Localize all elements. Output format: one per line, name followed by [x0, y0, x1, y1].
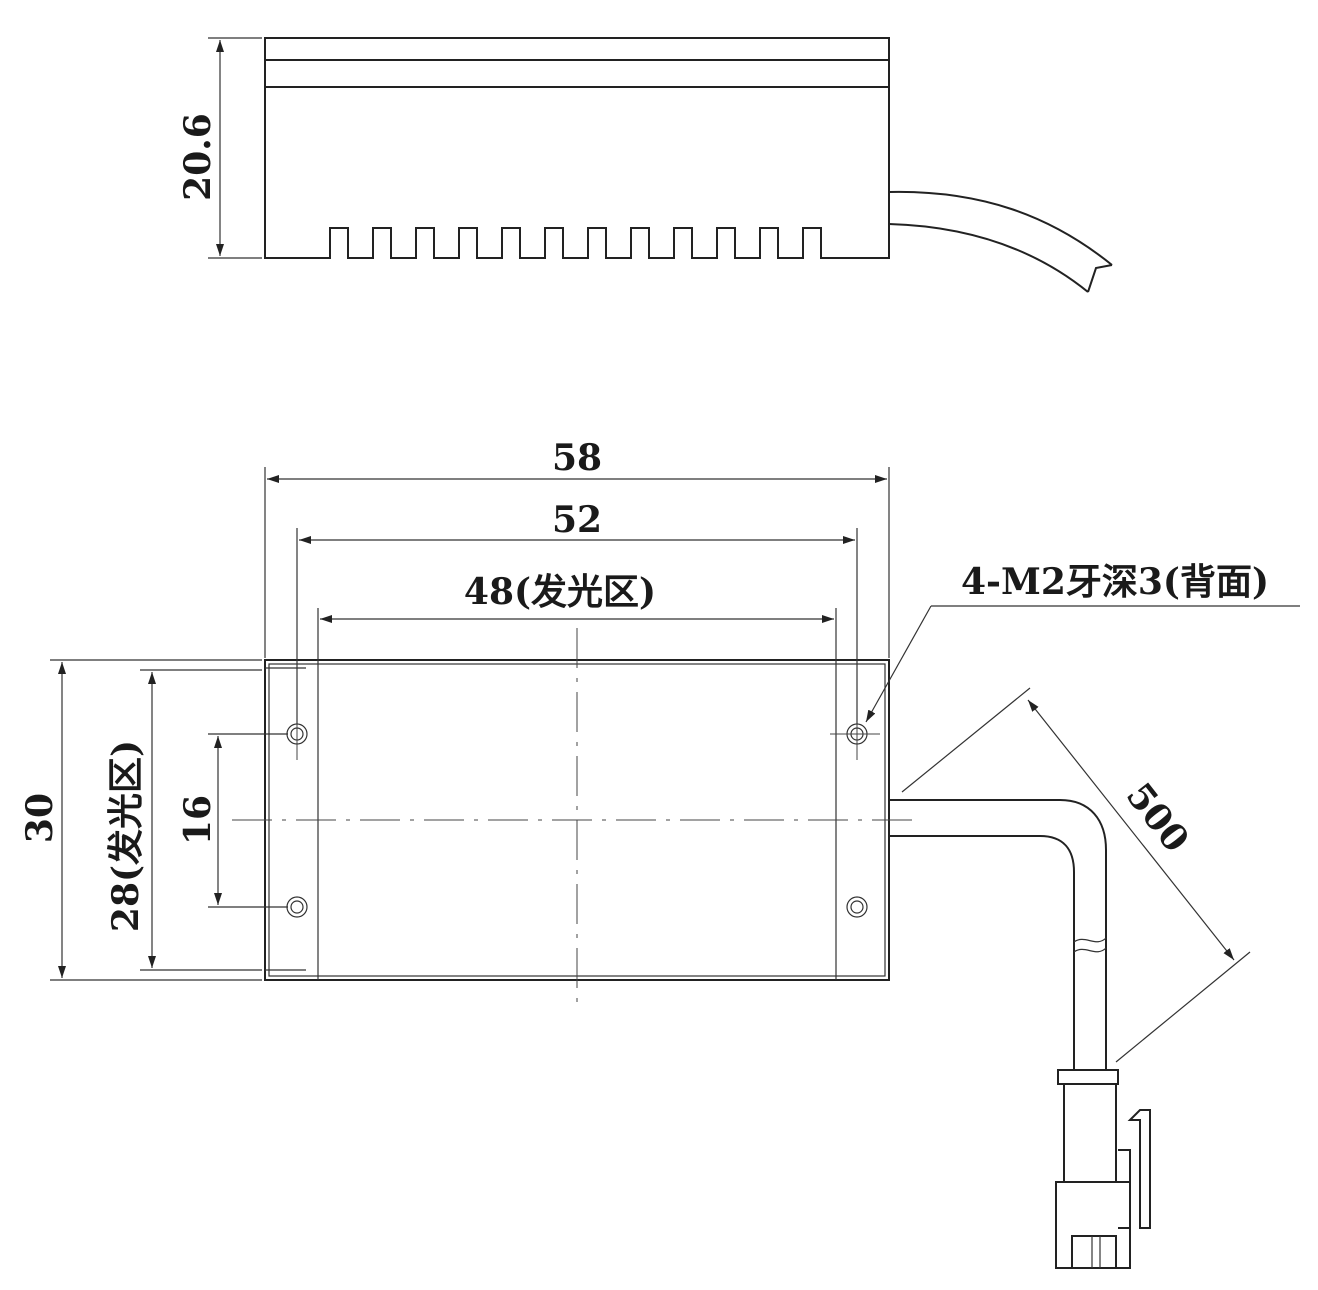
thread-note-label: 4-M2牙深3(背面) — [961, 561, 1269, 603]
dim-500-line — [1027, 699, 1235, 961]
side-view: 20.6 — [177, 37, 1113, 293]
ext-500-start — [901, 687, 1031, 793]
side-cable-break — [1087, 264, 1113, 293]
dim-hole-pitch-y-label: 16 — [177, 795, 219, 845]
mount-hole-bl — [286, 896, 308, 918]
thread-note-leader — [865, 605, 932, 723]
side-body-fins — [264, 60, 890, 259]
mount-hole-br — [846, 896, 868, 918]
side-cable-lower — [888, 223, 1089, 293]
cable-connector — [1055, 1069, 1151, 1269]
dim-hole-pitch-x-label: 52 — [552, 499, 602, 541]
side-top-cap — [264, 37, 890, 61]
cable-break-b — [1073, 947, 1107, 953]
dim-cable-length-label: 500 — [1118, 775, 1197, 860]
front-view: 58 52 48(发光区) 30 28(发光区) 16 4-M2牙深3(背面) — [19, 437, 1300, 1269]
dim-overall-width-label: 58 — [552, 437, 602, 479]
cable-break-a — [1073, 937, 1107, 943]
front-cable-inner — [889, 835, 1075, 1070]
side-cable-upper — [888, 190, 1113, 266]
dim-emitting-width-label: 48(发光区) — [464, 571, 656, 613]
dim-emitting-height-label: 28(发光区) — [105, 740, 147, 932]
dim-overall-height-label: 30 — [19, 793, 61, 843]
ext-500-end — [1115, 951, 1251, 1063]
dim-height-side-label: 20.6 — [177, 113, 219, 201]
